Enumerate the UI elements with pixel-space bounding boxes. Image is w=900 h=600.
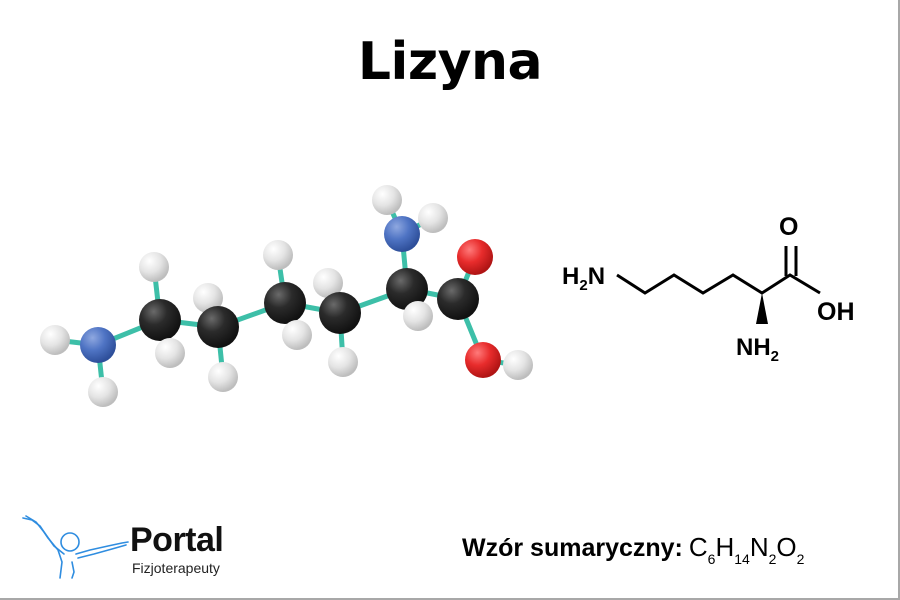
hydrogen-atom	[139, 252, 169, 282]
hydroxyl-group: OH	[817, 298, 855, 326]
hydrogen-atom	[503, 350, 533, 380]
logo-name: Portal	[130, 521, 224, 559]
carbon-atom	[386, 268, 428, 310]
carbon-atom	[264, 282, 306, 324]
hydrogen-atom	[155, 338, 185, 368]
hydrogen-atom	[40, 325, 70, 355]
hydrogen-atom	[328, 347, 358, 377]
carbonyl-oxygen: O	[779, 213, 798, 241]
portal-logo-figure-icon	[22, 515, 129, 579]
logo-subtitle: Fizjoterapeuty	[132, 560, 220, 576]
hydrogen-atom	[263, 240, 293, 270]
page-title: Lizyna	[357, 32, 543, 92]
wedge-bond	[756, 293, 768, 324]
hydrogen-atom	[282, 320, 312, 350]
nitrogen-atom	[80, 327, 116, 363]
hydrogen-atom	[88, 377, 118, 407]
formula-label: Wzór sumaryczny:	[462, 534, 683, 562]
hydrogen-atom	[208, 362, 238, 392]
hydrogen-atom	[193, 283, 223, 313]
carbon-atom	[319, 292, 361, 334]
oxygen-atom	[457, 239, 493, 275]
hydrogen-atom	[372, 185, 402, 215]
formula-value: C6H14N2O2	[688, 532, 805, 567]
hydrogen-atom	[418, 203, 448, 233]
hydrogen-atom	[313, 268, 343, 298]
carbon-atom	[139, 299, 181, 341]
carbon-chain	[616, 273, 821, 295]
nitrogen-atom	[384, 216, 420, 252]
molecular-formula: Wzór sumaryczny:C6H14N2O2	[462, 532, 804, 567]
hydrogen-atom	[403, 301, 433, 331]
atoms	[40, 185, 533, 407]
amino-group-left: H2N	[562, 263, 605, 294]
carbon-atom	[197, 306, 239, 348]
oxygen-atom	[465, 342, 501, 378]
amino-group-alpha: NH2	[736, 334, 779, 365]
carbon-atom	[437, 278, 479, 320]
